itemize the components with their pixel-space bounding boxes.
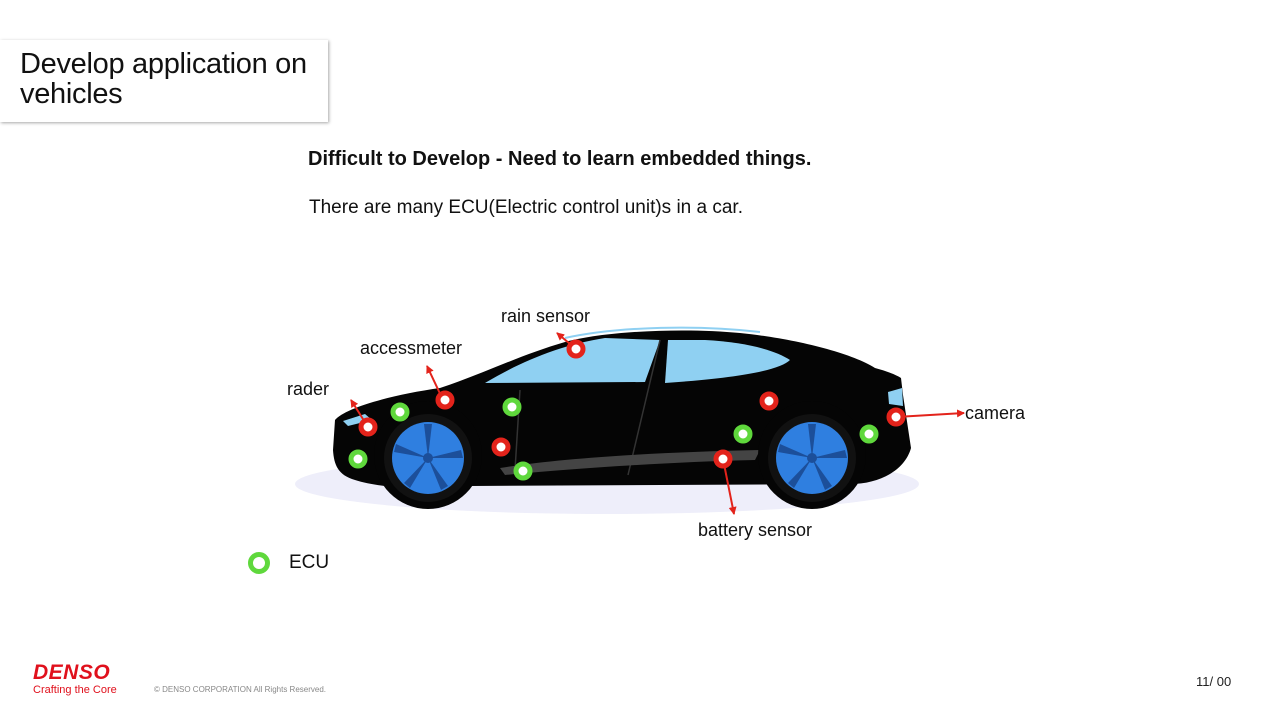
sensor-rain xyxy=(566,339,586,359)
sensor-mid xyxy=(491,437,511,457)
ecu-rear-1 xyxy=(733,424,753,444)
car-window-front xyxy=(485,338,660,383)
ecu-lower xyxy=(513,461,533,481)
car-taillight xyxy=(888,388,903,406)
front-wheel xyxy=(384,414,472,502)
ecu-rear-2 xyxy=(859,424,879,444)
brand-tagline: Crafting the Core xyxy=(33,684,117,696)
sensor-camera xyxy=(886,407,906,427)
legend-label: ECU xyxy=(289,552,330,573)
ecu-door xyxy=(502,397,522,417)
label-rain-sensor: rain sensor xyxy=(501,306,590,326)
label-camera: camera xyxy=(965,403,1026,423)
sensor-rear-upper xyxy=(759,391,779,411)
label-rader: rader xyxy=(287,379,329,399)
sensor-accessmeter xyxy=(435,390,455,410)
rear-wheel xyxy=(768,414,856,502)
slide-heading: Difficult to Develop - Need to learn emb… xyxy=(308,148,812,170)
legend: ECU xyxy=(248,552,329,574)
label-accessmeter: accessmeter xyxy=(360,338,462,358)
ecu-front-2 xyxy=(348,449,368,469)
label-battery-sensor: battery sensor xyxy=(698,520,812,540)
sensor-rader xyxy=(358,417,378,437)
arrow-camera xyxy=(895,409,965,418)
page-number: 11/ 00 xyxy=(1196,674,1232,689)
car-roof-highlight xyxy=(564,326,761,339)
sensor-battery xyxy=(713,449,733,469)
ecu-front-1 xyxy=(390,402,410,422)
car-window-rear xyxy=(665,340,790,383)
sensor-markers xyxy=(358,339,906,469)
brand-name: DENSO xyxy=(33,661,111,684)
brand-logo: DENSO Crafting the Core xyxy=(33,662,117,697)
title-box: Develop application on vehicles xyxy=(0,40,328,122)
ecu-legend-icon xyxy=(248,552,270,574)
slide-title: Develop application on vehicles xyxy=(20,48,307,110)
car-headlight xyxy=(343,414,372,426)
ecu-markers xyxy=(348,397,879,481)
slide-subtext: There are many ECU(Electric control unit… xyxy=(309,197,743,218)
copyright: © DENSO CORPORATION All Rights Reserved. xyxy=(154,685,327,694)
car-side-trim xyxy=(500,450,760,475)
